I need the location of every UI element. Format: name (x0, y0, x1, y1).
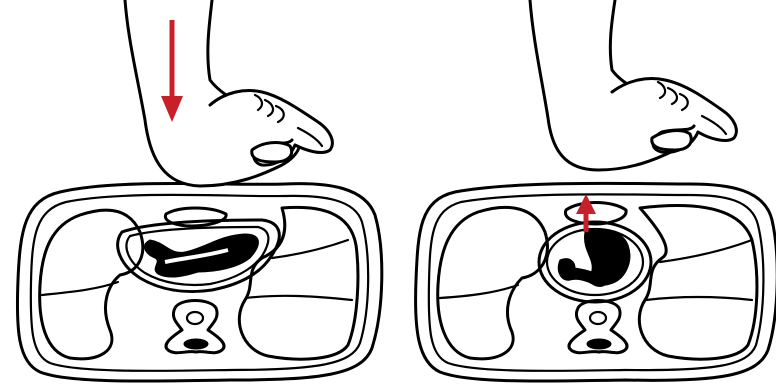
spinal-canal (187, 312, 203, 324)
lung-fissure-left-right-panel (440, 285, 518, 298)
lung-left-right-panel (438, 207, 548, 358)
spinal-canal-right (590, 312, 606, 324)
lung-right (239, 207, 358, 359)
lung-fissure-right-upper (272, 240, 348, 258)
lung-fissure-right-upper-right-panel (660, 240, 752, 262)
lung-right-right-panel (639, 206, 757, 360)
panel-recoil (416, 0, 776, 381)
lung-left (40, 210, 143, 359)
lung-fissure-right (246, 296, 352, 300)
lung-fissure-right-right-panel (646, 297, 752, 300)
thumb (252, 143, 292, 162)
panel-compression (17, 0, 381, 381)
vertebral-body-right (587, 339, 611, 349)
thumb-right (652, 131, 691, 150)
arrow-up (576, 194, 596, 232)
vertebral-body (184, 339, 208, 349)
